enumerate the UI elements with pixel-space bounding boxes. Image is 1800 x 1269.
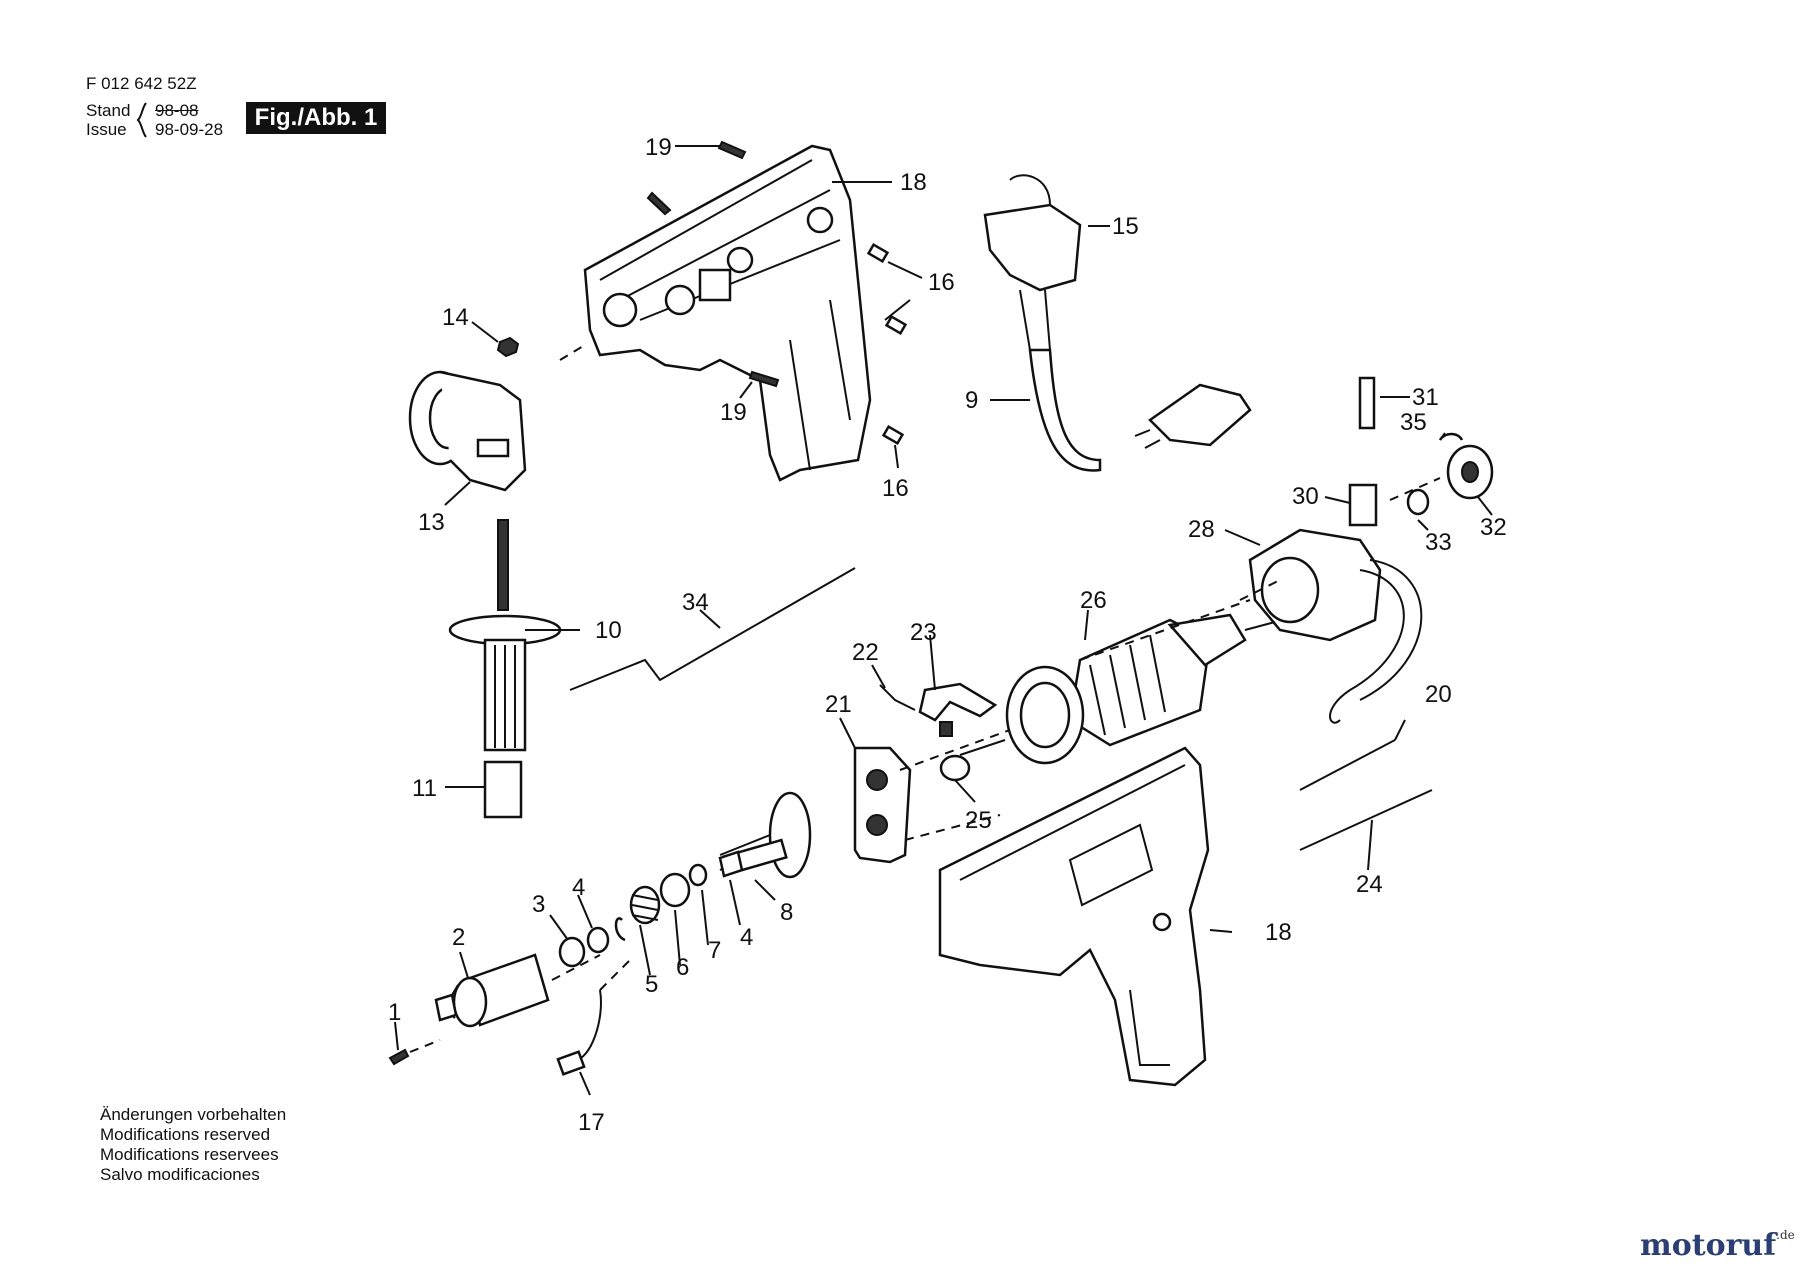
washer-4b [688,863,708,887]
depth-stop-34 [569,567,856,691]
stand-label: Stand [86,101,131,120]
washer-33 [1406,488,1430,516]
label-19b: 19 [720,399,747,426]
bearing-32 [1446,444,1494,500]
nut-14 [496,336,520,358]
label-1: 1 [388,999,401,1026]
label-4b: 4 [740,924,753,951]
label-28: 28 [1188,516,1215,543]
header-brace [136,102,147,138]
assembly-dashed-lines [409,344,1441,1053]
issue-label: Issue [86,120,127,139]
brand-logo: motoruf.de [1640,1228,1795,1263]
label-22: 22 [852,639,879,666]
note-en: Modifications reserved [100,1125,271,1144]
chuck-2 [434,953,550,1028]
label-19a: 19 [645,134,672,161]
label-15: 15 [1112,213,1139,240]
aux-handle [448,519,562,819]
issue-value: 98-09-28 [155,120,224,139]
brush-carrier-23 [918,682,998,737]
label-18b: 18 [1265,919,1292,946]
label-7: 7 [708,937,721,964]
label-33: 33 [1425,529,1452,556]
brush-31 [1358,376,1376,430]
brush-holder-30 [1348,483,1378,527]
leader-lines [394,145,1493,1096]
label-25: 25 [965,807,992,834]
label-31: 31 [1412,384,1439,411]
note-es: Salvo modificaciones [100,1165,260,1184]
label-14: 14 [442,304,469,331]
switch-15 [983,174,1082,351]
screw-1 [388,1048,410,1066]
spring-20 [1299,739,1396,791]
aux-handle-clamp [408,370,527,492]
label-9: 9 [965,387,978,414]
spring-22 [879,684,916,711]
housing-half-lower [938,746,1210,1087]
label-8: 8 [780,899,793,926]
bearing-plate-21 [853,746,912,864]
doc-number: F 012 642 52Z [86,74,197,93]
label-2: 2 [452,924,465,951]
ring-3 [558,936,586,968]
label-16a: 16 [928,269,955,296]
label-26: 26 [1080,587,1107,614]
mains-plug [1134,383,1252,449]
label-11: 11 [412,775,437,802]
label-24: 24 [1356,871,1383,898]
label-21: 21 [825,691,852,718]
armature-26 [959,613,1276,765]
field-coil-28 [1248,528,1423,724]
cable-9 [1028,348,1102,472]
label-34: 34 [682,589,709,616]
label-17: 17 [578,1109,605,1136]
housing-half-upper [583,144,872,482]
chuck-key-17 [556,989,602,1076]
label-30: 30 [1292,483,1319,510]
part-7 [659,872,691,908]
figure-label: Fig./Abb. 1 [246,102,386,134]
part-number-labels: 19 18 15 16 14 19 9 16 13 31 35 30 33 32… [388,134,1507,1136]
spring-6 [629,885,661,925]
label-32: 32 [1480,514,1507,541]
stand-value: 98-08 [155,101,199,120]
spindle-gear-8 [718,791,812,879]
note-fr: Modifications reservees [100,1145,279,1164]
label-23: 23 [910,619,937,646]
pins-16 [866,242,908,446]
circlip-5 [614,917,626,942]
label-18a: 18 [900,169,927,196]
washer-4a [586,926,610,954]
label-35: 35 [1400,409,1427,436]
label-13: 13 [418,509,445,536]
label-3: 3 [532,891,545,918]
label-20: 20 [1425,681,1452,708]
spring-24 [1299,789,1433,851]
label-4a: 4 [572,874,585,901]
label-5: 5 [645,971,658,998]
note-de: Änderungen vorbehalten [100,1105,287,1124]
bearing-25 [939,754,971,782]
label-10: 10 [595,617,622,644]
label-6: 6 [676,954,689,981]
screw-19-top [646,140,780,388]
label-16b: 16 [882,475,909,502]
